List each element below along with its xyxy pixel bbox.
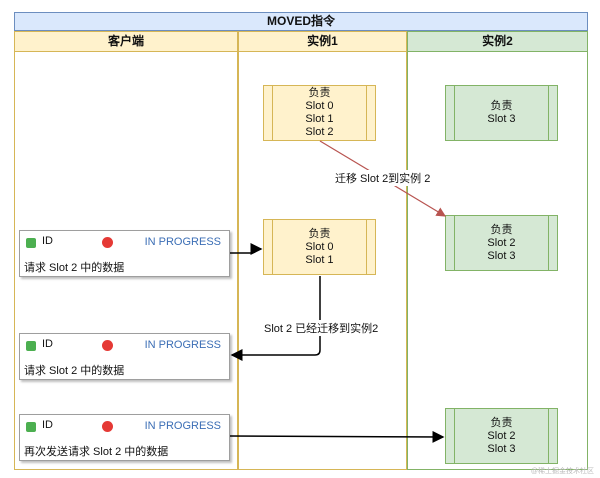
slot-line: Slot 0	[305, 100, 334, 112]
card-id: ID	[42, 235, 53, 247]
request-card: ID IN PROGRESS 请求 Slot 2 中的数据	[19, 230, 230, 277]
slot-line: 负责	[490, 223, 513, 236]
slot-line: Slot 3	[487, 249, 516, 262]
request-card: ID IN PROGRESS 再次发送请求 Slot 2 中的数据	[19, 414, 230, 461]
slot-line: Slot 2	[487, 236, 516, 249]
card-status: IN PROGRESS	[144, 339, 221, 351]
green-check-badge-icon	[26, 238, 36, 248]
card-status: IN PROGRESS	[144, 236, 221, 248]
card-status: IN PROGRESS	[144, 420, 221, 432]
card-id: ID	[42, 338, 53, 350]
lane-instance2-header: 实例2	[408, 32, 587, 52]
slot-line: Slot 3	[487, 113, 516, 125]
request1-arrow	[230, 243, 263, 255]
lane-client-header: 客户端	[15, 32, 237, 52]
instance2-slots-before: 负责 Slot 3	[445, 85, 558, 141]
slot-line: Slot 2	[305, 126, 334, 138]
green-check-badge-icon	[26, 422, 36, 432]
red-shield-icon	[102, 340, 113, 351]
moved-label: Slot 2 已经迁移到实例2	[262, 320, 381, 336]
card-request: 请求 Slot 2 中的数据	[24, 262, 125, 274]
slot-line: Slot 1	[305, 253, 334, 266]
retry-arrow	[229, 430, 445, 443]
slot-line: Slot 1	[305, 113, 334, 125]
card-request: 请求 Slot 2 中的数据	[24, 365, 125, 377]
slot-line: 负责	[308, 87, 331, 99]
moved-response-arrow	[230, 276, 321, 361]
instance2-slots-after-migrate: 负责 Slot 2 Slot 3	[445, 215, 558, 271]
green-check-badge-icon	[26, 341, 36, 351]
slot-line: Slot 0	[305, 240, 334, 253]
diagram-title: MOVED指令	[14, 12, 588, 31]
migrate-label: 迁移 Slot 2到实例 2	[333, 170, 433, 186]
instance1-slots-before: 负责 Slot 0 Slot 1 Slot 2	[263, 85, 376, 141]
red-shield-icon	[102, 421, 113, 432]
slot-line: 负责	[490, 100, 513, 112]
slot-line: 负责	[490, 416, 513, 429]
instance1-slots-after: 负责 Slot 0 Slot 1	[263, 219, 376, 275]
slot-line: 负责	[308, 227, 331, 240]
red-shield-icon	[102, 237, 113, 248]
request-card: ID IN PROGRESS 请求 Slot 2 中的数据	[19, 333, 230, 380]
slot-line: Slot 3	[487, 442, 516, 455]
card-id: ID	[42, 419, 53, 431]
instance2-slots-after-retry: 负责 Slot 2 Slot 3	[445, 408, 558, 464]
watermark: @稀土掘金技术社区	[530, 468, 594, 475]
lane-instance1-header: 实例1	[239, 32, 406, 52]
slot-line: Slot 2	[487, 429, 516, 442]
card-request: 再次发送请求 Slot 2 中的数据	[24, 446, 169, 458]
